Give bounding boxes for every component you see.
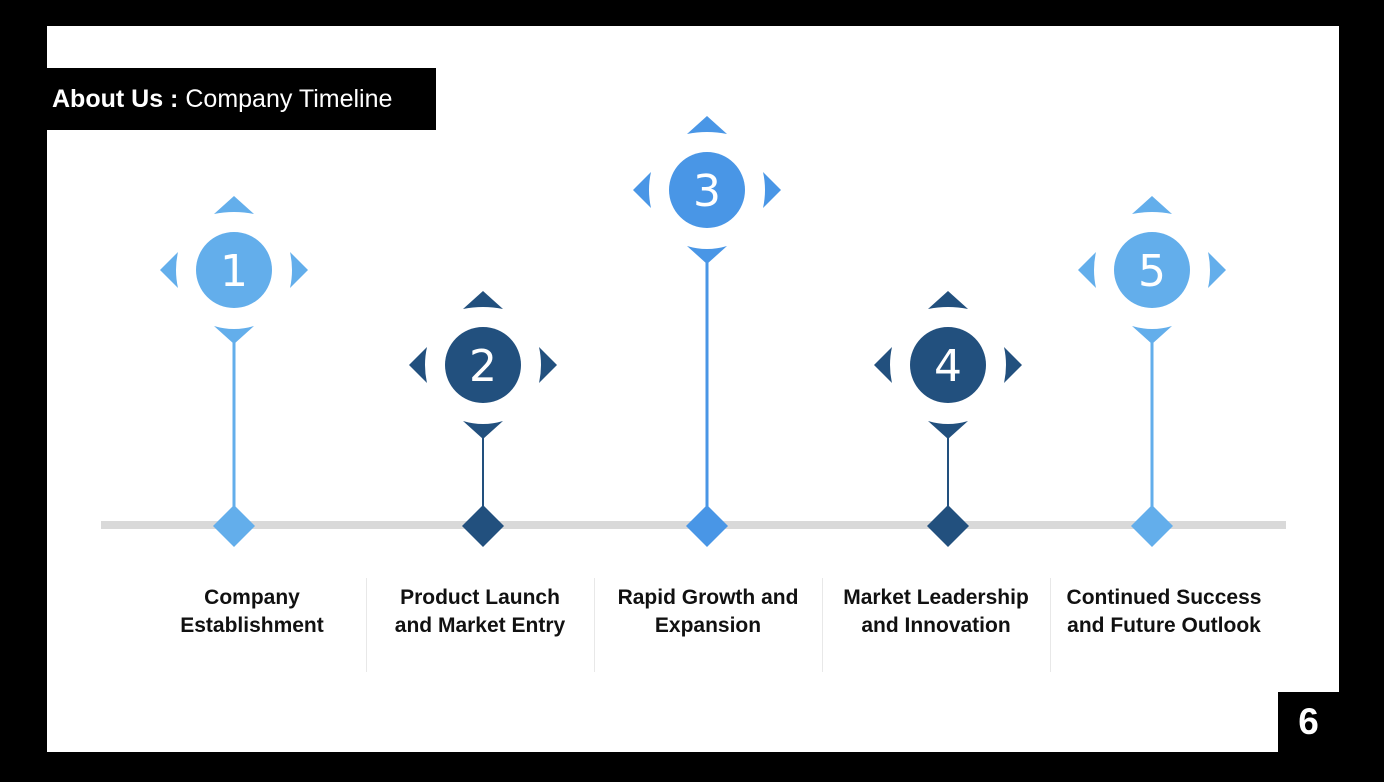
milestone-2-diamond [462, 505, 504, 547]
milestone-5-diamond [1131, 505, 1173, 547]
milestone-5-arrow-down-icon [1132, 326, 1172, 344]
milestone-4-arrow-down-icon [928, 421, 968, 439]
page-title: About Us : Company Timeline [47, 68, 436, 130]
milestone-label-1: Company Establishment [138, 584, 366, 640]
milestone-label-4-line1: Market Leadership [843, 586, 1029, 609]
milestone-4-circle [910, 327, 986, 403]
milestone-2-circle [445, 327, 521, 403]
label-divider [1050, 578, 1051, 672]
milestone-4-arrow-left-icon [874, 347, 892, 383]
page-title-bold: About Us : [52, 84, 179, 113]
milestone-label-5-line2: and Future Outlook [1067, 614, 1261, 637]
milestone-2-number: 2 [469, 341, 497, 392]
milestone-label-3-line2: Expansion [654, 614, 762, 637]
milestone-4-diamond [927, 505, 969, 547]
milestone-1-number: 1 [220, 246, 248, 297]
milestone-label-5: Continued Success and Future Outlook [1050, 584, 1278, 640]
milestone-5-arrow-right-icon [1208, 252, 1226, 288]
milestone-3-diamond [686, 505, 728, 547]
milestone-label-2-line2: and Market Entry [394, 614, 566, 637]
milestone-label-4-line2: and Innovation [861, 614, 1011, 637]
milestone-1-circle [196, 232, 272, 308]
milestone-label-1-line1: Company [204, 586, 300, 609]
milestone-5-number: 5 [1138, 246, 1166, 297]
label-divider [366, 578, 367, 672]
milestone-label-5-line1: Continued Success [1066, 586, 1262, 609]
milestone-2-arrow-down-icon [463, 421, 503, 439]
milestone-1-arrow-left-icon [160, 252, 178, 288]
milestone-1-arrow-down-icon [214, 326, 254, 344]
milestone-3-arrow-left-icon [633, 172, 651, 208]
milestone-label-3-line1: Rapid Growth and [617, 586, 799, 609]
milestone-label-2-line1: Product Launch [400, 586, 560, 609]
milestone-3-arrow-up-icon [687, 116, 727, 134]
milestone-5-arrow-left-icon [1078, 252, 1096, 288]
milestone-label-1-line2: Establishment [180, 614, 324, 637]
milestone-5-circle [1114, 232, 1190, 308]
slide-background [47, 26, 1339, 752]
milestone-2-arrow-up-icon [463, 291, 503, 309]
page-number: 6 [1278, 692, 1339, 752]
label-divider [594, 578, 595, 672]
milestone-3-arrow-right-icon [763, 172, 781, 208]
label-divider [822, 578, 823, 672]
milestone-3-arrow-down-icon [687, 246, 727, 264]
page-title-rest: Company Timeline [185, 84, 393, 113]
milestone-3-circle [669, 152, 745, 228]
milestone-label-3: Rapid Growth and Expansion [594, 584, 822, 640]
milestone-3-number: 3 [693, 166, 721, 217]
milestone-1-arrow-right-icon [290, 252, 308, 288]
milestone-label-2: Product Launch and Market Entry [366, 584, 594, 640]
milestone-2-arrow-right-icon [539, 347, 557, 383]
milestone-1-arrow-up-icon [214, 196, 254, 214]
milestone-4-number: 4 [934, 341, 962, 392]
milestone-1-diamond [213, 505, 255, 547]
milestone-2-arrow-left-icon [409, 347, 427, 383]
milestone-label-4: Market Leadership and Innovation [822, 584, 1050, 640]
milestone-4-arrow-right-icon [1004, 347, 1022, 383]
milestone-5-arrow-up-icon [1132, 196, 1172, 214]
milestone-4-arrow-up-icon [928, 291, 968, 309]
